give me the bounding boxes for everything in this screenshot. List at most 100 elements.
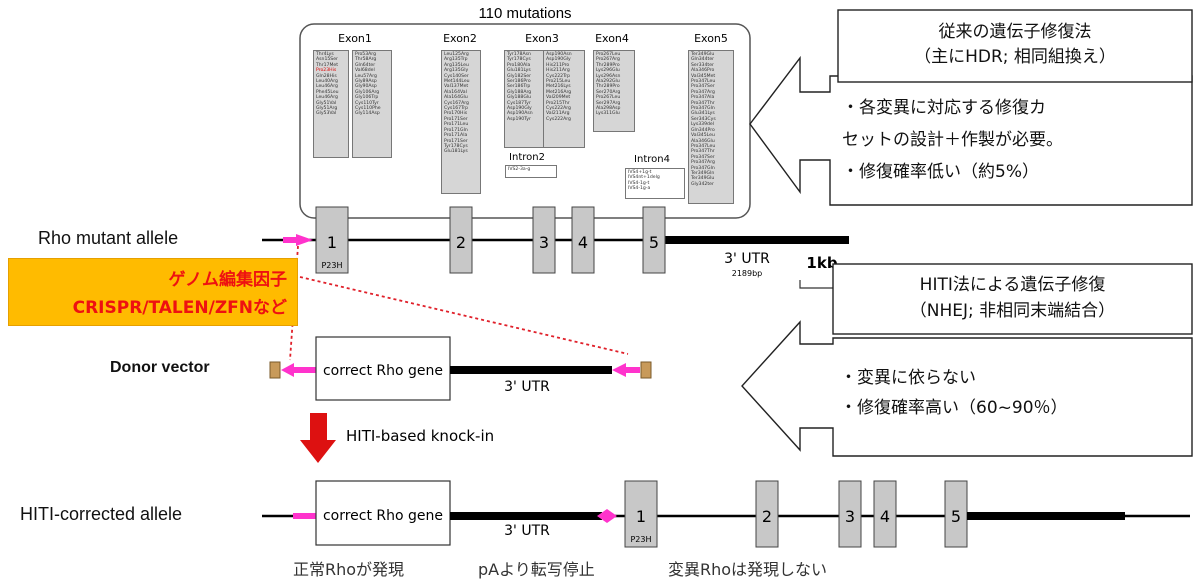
donor-utr-label: 3' UTR — [504, 379, 550, 395]
mutation-entry: Gly106Arg — [355, 89, 380, 95]
mutation-entry: Thr289Pro — [596, 84, 620, 90]
mutation-entry: Pro347Leu — [691, 79, 716, 85]
mutation-entry: Ser270Arg — [596, 89, 621, 95]
donor-left-cap — [269, 361, 281, 379]
mutation-entry: Pro171Gln — [444, 127, 468, 133]
mutation-entry: Asp190Asn — [546, 52, 572, 57]
mutation-entry: Gly53Val — [316, 111, 337, 117]
mutation-entry: Lys311Glu — [596, 111, 620, 117]
knockin-red-arrow — [300, 413, 336, 463]
mutation-entry: His211Pro — [546, 62, 570, 68]
mutation-entry: Ser186Trp — [507, 84, 531, 90]
mutant-exon-5 — [642, 206, 666, 274]
mutation-entry: Gly90Asp — [355, 84, 377, 90]
donor-vector-label: Donor vector — [110, 359, 210, 376]
mutation-entry: Ala346Glu — [691, 138, 715, 144]
mutation-entry: Pro171Ser — [444, 116, 468, 122]
mutation-entry: Cys167Arg — [444, 100, 469, 106]
mutant-cut-site-arrow — [283, 234, 313, 246]
corrected-utr-bar — [450, 512, 602, 520]
mutation-entry: Gly342ter — [691, 181, 714, 187]
exon4-heading: Exon4 — [595, 32, 629, 45]
hiti-title-line2: （NHEJ; 非相同末端結合） — [909, 301, 1116, 321]
mutation-entry: Pro215Thr — [546, 100, 570, 106]
mutation-entry: Pro347Arg — [691, 89, 715, 95]
mutation-entry: Glu181Lys — [507, 68, 531, 74]
mutation-entry: Pro267Arg — [596, 57, 620, 63]
corrected-exon-4 — [873, 480, 897, 548]
hiti-bullet1: ・変異に依らない — [840, 368, 976, 388]
corrected-exon-3 — [838, 480, 862, 548]
mutation-entry: Lys296Glu — [596, 68, 620, 74]
scale-bar-label: 1kb — [806, 254, 837, 272]
intron2-heading: Intron2 — [509, 152, 545, 163]
mutation-entry: Gly188Glu — [507, 95, 532, 101]
genome-editing-line1: ゲノム編集因子 — [168, 270, 288, 290]
mutation-entry: Glu341Lys — [691, 111, 715, 117]
hdr-title-line1: 従来の遺伝子修復法 — [938, 22, 1092, 42]
hdr-bullet2: ・修復確率低い（約5%） — [842, 162, 1039, 182]
mutation-entry: Thr17Met — [316, 62, 339, 68]
mutation-entry: Pro267Leu — [596, 95, 621, 101]
mutation-entry: Val137Met — [444, 84, 469, 90]
mutation-entry: Val345Met — [691, 73, 716, 79]
mutation-entry: Val209Met — [546, 95, 571, 101]
mutation-entry: IVS4-1g-a — [628, 186, 651, 192]
mutation-entry: His211Arg — [546, 68, 570, 74]
mutation-entry: Tyr178Cys — [444, 143, 468, 149]
corrected-exon-1-num: 1 — [636, 507, 646, 526]
exon5-heading: Exon5 — [694, 32, 728, 45]
mutant-utr-bar — [665, 236, 849, 244]
mutation-entry: Val345Leu — [691, 133, 715, 139]
mutation-entry: Arg135Gly — [444, 68, 469, 74]
mutant-exon-5-num: 5 — [649, 233, 659, 252]
mutation-entry: Pro347Ser — [691, 154, 715, 160]
corrected-gene-box-label: correct Rho gene — [323, 508, 443, 524]
mutation-entry: IVS2-3a-g — [508, 167, 531, 172]
mutant-p23h: P23H — [321, 261, 342, 270]
callout-hiti-title-box — [832, 263, 1193, 335]
mutation-entry: Val211Arg — [546, 111, 570, 117]
corrected-exon-4-num: 4 — [880, 507, 890, 526]
mutation-entry: Ser297Arg — [596, 100, 621, 106]
corrected-allele-label: HITI-corrected allele — [20, 504, 183, 524]
intron2-list: IVS2-3a-g — [505, 165, 557, 178]
mutation-entry: Ala164Glu — [444, 95, 468, 101]
corrected-tail-bar — [967, 512, 1125, 520]
mutation-entry: Asp190Gly — [507, 106, 532, 112]
mutation-entry: Asn15Ser — [316, 57, 338, 63]
mutation-entry: Pro347Thr — [691, 100, 715, 106]
note-pa-stop: pAより転写停止 — [478, 560, 595, 579]
intron4-heading: Intron4 — [634, 154, 670, 165]
mutant-utr-size: 2189bp — [732, 269, 763, 278]
mutant-exon-2 — [449, 206, 473, 274]
mutant-exon-4-num: 4 — [578, 233, 588, 252]
mutation-entry: Lys339del — [691, 122, 715, 128]
mutant-exon-3 — [532, 206, 556, 274]
mutation-entry: Cys222Trp — [546, 73, 571, 79]
mutation-entry: Cys222Arg — [546, 106, 571, 112]
callout-hdr-title-box — [837, 9, 1193, 83]
corrected-exon-3-num: 3 — [845, 507, 855, 526]
mutation-entry: Pro347Leu — [691, 143, 716, 149]
mutation-entry: Pro53Arg — [355, 52, 376, 57]
mutation-entry: Pro171Leu — [444, 122, 469, 128]
mutation-entry: Leu40Arg — [316, 79, 338, 85]
mutation-entry: Cys167Trp — [444, 106, 469, 112]
mutant-exon-2-num: 2 — [456, 233, 466, 252]
knockin-arrow-label: HITI-based knock-in — [346, 427, 494, 445]
mutation-entry: Asp190Tyr — [507, 116, 531, 122]
mutation-entry: Asp190Asn — [507, 111, 533, 117]
genome-editing-box: ゲノム編集因子 CRISPR/TALEN/ZFNなど — [8, 258, 298, 326]
mutation-entry: Pro171Ala — [444, 133, 468, 139]
mutations-title: 110 mutations — [478, 5, 571, 22]
mutation-entry: Gln344Pro — [691, 127, 715, 133]
mutation-entry: IVS4+1g-t — [628, 170, 652, 175]
